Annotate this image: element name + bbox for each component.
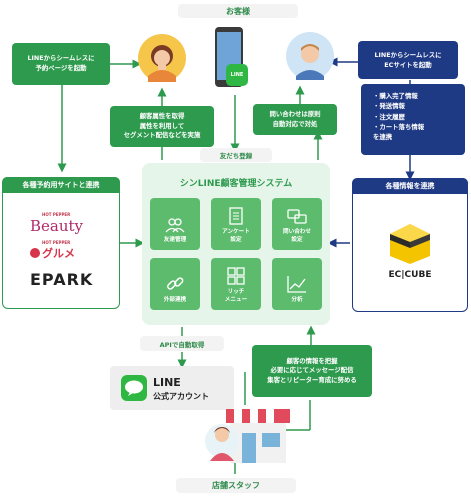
beauty-text: Beauty [30, 217, 84, 235]
tile-label: 問い合わせ 設定 [283, 229, 311, 243]
hotpepper-small: HOT PEPPER [42, 212, 71, 217]
survey-icon [229, 207, 243, 226]
ec-launch-box: LINEからシームレスに ECサイトを起動 [358, 41, 458, 79]
tile-external-link[interactable]: 外部連携 [150, 258, 200, 310]
ec-cube-text: EC|CUBE [388, 270, 432, 280]
tile-label: リッチ メニュー [224, 289, 248, 303]
gourmet-text: グルメ [42, 247, 75, 260]
line-logo-icon [121, 375, 147, 401]
customer-woman-avatar [138, 34, 186, 82]
reservation-sites-title: 各種予約用サイトと連携 [2, 177, 120, 193]
tile-label: 友達管理 [163, 236, 187, 243]
ec-cube-logo [386, 222, 434, 270]
tile-friend-management[interactable]: 友達管理 [150, 198, 200, 250]
reservation-launch-box: LINEからシームレスに 予約ページを起動 [12, 43, 110, 85]
customer-man-avatar [286, 32, 334, 80]
gourmet-h-icon [30, 248, 40, 258]
tile-label: 外部連携 [163, 296, 187, 303]
epark-logo: EPARK [30, 270, 94, 289]
line-official-title: LINE [153, 376, 181, 389]
purchase-info-box: ・購入完了情報 ・発送情報 ・注文履歴 ・カート落ち情報 を連携 [361, 84, 465, 155]
customer-label: お客様 [178, 4, 298, 18]
chart-icon [287, 275, 306, 293]
hotpepper-beauty-logo: HOT PEPPER Beauty [30, 212, 100, 236]
staff-role-box: 顧客の情報を把握 必要に応じてメッセージ配信 集客とリピーター育成に努める [252, 345, 372, 397]
chat-icon [287, 209, 307, 225]
tile-survey-settings[interactable]: アンケート 設定 [211, 198, 261, 250]
tile-analytics[interactable]: 分析 [272, 258, 322, 310]
line-badge-text: LINE [230, 72, 244, 78]
friend-registration-label: 友だち登録 [200, 148, 272, 162]
store-illustration [202, 405, 292, 465]
people-icon [165, 218, 185, 233]
tile-inquiry-settings[interactable]: 問い合わせ 設定 [272, 198, 322, 250]
staff-label: 店舗スタッフ [176, 478, 296, 493]
gourmet-small: HOT PEPPER [42, 240, 71, 245]
system-title: シンLINE顧客管理システム [179, 179, 293, 189]
reservation-sites-panel [2, 177, 120, 309]
line-official-subtitle: 公式アカウント [153, 392, 209, 401]
grid-icon [227, 267, 245, 286]
tile-label: アンケート 設定 [222, 229, 250, 243]
api-auto-fetch-label: APIで自動取得 [140, 336, 224, 351]
link-icon [167, 277, 184, 290]
tile-label: 分析 [291, 296, 303, 303]
hotpepper-gourmet-logo: HOT PEPPER グルメ [30, 240, 100, 262]
segment-delivery-box: 顧客属性を取得 属性を利用して セグメント配信などを実施 [110, 106, 214, 147]
line-app-badge: LINE [226, 64, 248, 86]
tile-rich-menu[interactable]: リッチ メニュー [211, 258, 261, 310]
inquiry-auto-box: 問い合わせは原則 自動対応で対処 [253, 104, 337, 135]
info-sync-title: 各種情報を連携 [352, 178, 468, 194]
